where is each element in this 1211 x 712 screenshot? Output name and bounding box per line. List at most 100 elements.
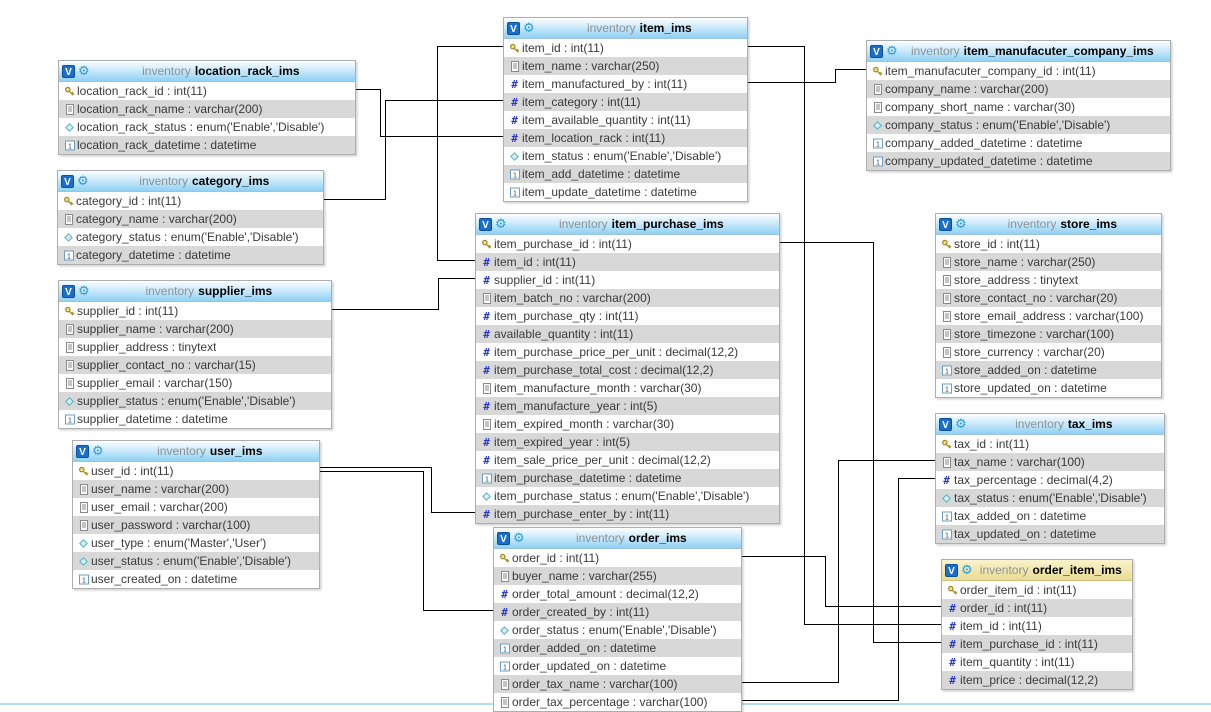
field-row[interactable]: supplier_name : varchar(200) [59, 320, 331, 338]
field-row[interactable]: user_name : varchar(200) [73, 480, 319, 498]
field-row[interactable]: category_name : varchar(200) [58, 210, 323, 228]
relation-line[interactable] [898, 478, 899, 701]
field-row[interactable]: #order_total_amount : decimal(12,2) [494, 585, 741, 603]
settings-gear-icon[interactable]: ⚙ [78, 63, 90, 79]
collapse-icon[interactable]: V [939, 217, 952, 231]
field-row[interactable]: #item_available_quantity : int(11) [504, 111, 747, 129]
relation-line[interactable] [873, 642, 942, 643]
field-row[interactable]: #order_created_by : int(11) [494, 603, 741, 621]
collapse-icon[interactable]: V [61, 174, 74, 188]
field-row[interactable]: store_timezone : varchar(100) [936, 325, 1161, 343]
relation-line[interactable] [873, 242, 874, 643]
relation-line[interactable] [746, 46, 805, 47]
relation-line[interactable] [438, 278, 439, 310]
field-row[interactable]: #item_expired_year : int(5) [476, 433, 779, 451]
field-row[interactable]: location_rack_id : int(11) [59, 82, 355, 100]
collapse-icon[interactable]: V [870, 44, 883, 58]
field-row[interactable]: user_status : enum('Enable','Disable') [73, 552, 319, 570]
relation-line[interactable] [778, 242, 874, 243]
relation-line[interactable] [354, 89, 381, 90]
relation-line[interactable] [431, 512, 476, 513]
settings-gear-icon[interactable]: ⚙ [955, 216, 967, 232]
relation-line[interactable] [322, 199, 386, 200]
field-row[interactable]: #item_location_rack : int(11) [504, 129, 747, 147]
field-row[interactable]: item_manufacuter_company_id : int(11) [867, 62, 1170, 80]
field-row[interactable]: item_purchase_id : int(11) [476, 235, 779, 253]
relation-line[interactable] [437, 46, 438, 261]
relation-line[interactable] [835, 69, 867, 70]
collapse-icon[interactable]: V [479, 217, 492, 231]
field-row[interactable]: store_address : tinytext [936, 271, 1161, 289]
field-row[interactable]: store_name : varchar(250) [936, 253, 1161, 271]
collapse-icon[interactable]: V [497, 531, 510, 545]
settings-gear-icon[interactable]: ⚙ [495, 216, 507, 232]
field-row[interactable]: location_rack_status : enum('Enable','Di… [59, 118, 355, 136]
field-row[interactable]: #supplier_id : int(11) [476, 271, 779, 289]
field-row[interactable]: buyer_name : varchar(255) [494, 567, 741, 585]
relation-line[interactable] [825, 556, 826, 607]
relation-line[interactable] [740, 700, 899, 701]
collapse-icon[interactable]: V [62, 284, 75, 298]
relation-line[interactable] [437, 46, 504, 47]
field-row[interactable]: supplier_status : enum('Enable','Disable… [59, 392, 331, 410]
field-row[interactable]: #order_id : int(11) [942, 599, 1132, 617]
field-row[interactable]: order_id : int(11) [494, 549, 741, 567]
field-row[interactable]: user_id : int(11) [73, 462, 319, 480]
field-row[interactable]: user_email : varchar(200) [73, 498, 319, 516]
relation-line[interactable] [330, 309, 439, 310]
settings-gear-icon[interactable]: ⚙ [513, 530, 525, 546]
relation-line[interactable] [423, 610, 494, 611]
field-row[interactable]: #item_category : int(11) [504, 93, 747, 111]
field-row[interactable]: store_contact_no : varchar(20) [936, 289, 1161, 307]
field-row[interactable]: tax_id : int(11) [936, 435, 1164, 453]
collapse-icon[interactable]: V [939, 417, 952, 431]
relation-line[interactable] [838, 460, 936, 461]
field-row[interactable]: item_batch_no : varchar(200) [476, 289, 779, 307]
field-row[interactable]: item_name : varchar(250) [504, 57, 747, 75]
collapse-icon[interactable]: V [945, 563, 958, 577]
relation-line[interactable] [380, 136, 504, 137]
field-row[interactable]: item_manufacture_month : varchar(30) [476, 379, 779, 397]
field-row[interactable]: order_tax_percentage : varchar(100) [494, 693, 741, 711]
field-row[interactable]: #item_price : decimal(12,2) [942, 671, 1132, 689]
relation-line[interactable] [835, 69, 836, 83]
field-row[interactable]: #item_purchase_total_cost : decimal(12,2… [476, 361, 779, 379]
field-row[interactable]: order_status : enum('Enable','Disable') [494, 621, 741, 639]
field-row[interactable]: user_password : varchar(100) [73, 516, 319, 534]
field-row[interactable]: company_short_name : varchar(30) [867, 98, 1170, 116]
field-row[interactable]: #available_quantity : int(11) [476, 325, 779, 343]
field-row[interactable]: supplier_address : tinytext [59, 338, 331, 356]
relation-line[interactable] [385, 100, 386, 200]
field-row[interactable]: #item_quantity : int(11) [942, 653, 1132, 671]
relation-line[interactable] [740, 682, 839, 683]
field-row[interactable]: category_id : int(11) [58, 192, 323, 210]
